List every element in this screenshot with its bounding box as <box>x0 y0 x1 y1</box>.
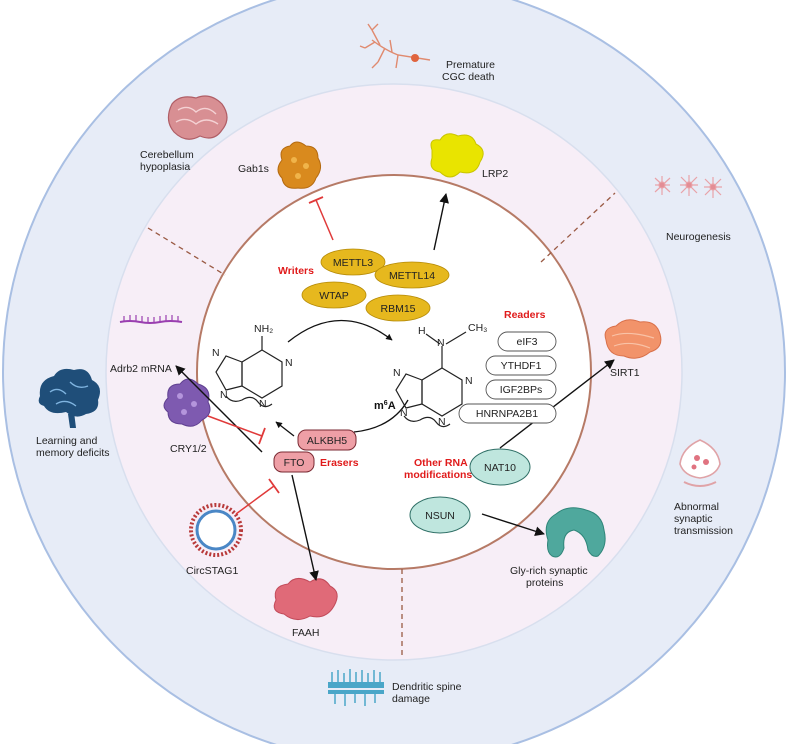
reader-eif3-label: eIF3 <box>516 336 537 348</box>
cerebellum-label-2: hypoplasia <box>140 161 190 173</box>
neuron-icon <box>359 23 431 69</box>
dendritic-label-1: Dendritic spine <box>392 681 462 693</box>
writer-mettl14-label: METTL14 <box>389 270 435 282</box>
adrb2-label: Adrb2 mRNA <box>110 363 172 375</box>
gab1s-label: Gab1s <box>238 163 269 175</box>
reader-igf2bps <box>485 379 557 400</box>
writer-rbm15 <box>365 294 431 322</box>
brain-icon <box>38 368 100 428</box>
neurogenesis-label: Neurogenesis <box>666 231 731 243</box>
neurogenesis-icon <box>654 175 722 198</box>
other-nat10-label: NAT10 <box>484 462 516 474</box>
circstag1-icon <box>189 503 243 557</box>
adenine-molecule <box>215 336 283 408</box>
circstag1-label: CircSTAG1 <box>186 565 238 577</box>
gly-rich-protein-icon <box>545 507 606 558</box>
other-nat10 <box>469 448 531 486</box>
ring-separators <box>147 192 616 657</box>
sirt1-label: SIRT1 <box>610 367 640 379</box>
lrp2-protein-icon <box>430 133 484 178</box>
m6a-h-label: H <box>418 325 426 337</box>
writer-rbm15-label: RBM15 <box>380 303 415 315</box>
premature-label-1: Premature <box>446 59 495 71</box>
adenine-n7-label: N <box>212 347 220 359</box>
learning-label-2: memory deficits <box>36 447 110 459</box>
synapse-icon <box>679 439 721 487</box>
eraser-fto <box>273 451 315 473</box>
erasers-title: Erasers <box>320 457 359 469</box>
faah-label: FAAH <box>292 627 319 639</box>
connectors <box>175 193 615 581</box>
cerebellum-icon <box>167 95 228 140</box>
faah-protein-icon <box>273 578 338 620</box>
adenine-n3-label: N <box>259 398 267 410</box>
writers-title: Writers <box>278 265 314 277</box>
reader-hnrnpa2b1 <box>458 403 557 424</box>
other-nsun-label: NSUN <box>425 510 455 522</box>
gly-rich-label-1: Gly-rich synaptic <box>510 565 588 577</box>
sirt1-protein-icon <box>604 319 662 359</box>
other-title-1: Other RNA <box>414 457 468 469</box>
adenine-n1-label: N <box>285 357 293 369</box>
learning-label-1: Learning and <box>36 435 97 447</box>
dendritic-label-2: damage <box>392 693 430 705</box>
reader-hnrnpa2b1-label: HNRNPA2B1 <box>476 408 538 420</box>
synaptic-label-3: transmission <box>674 525 733 537</box>
writer-wtap-label: WTAP <box>319 290 349 302</box>
synaptic-label-1: Abnormal <box>674 501 719 513</box>
reader-eif3 <box>497 331 557 352</box>
premature-label-2: CGC death <box>442 71 495 83</box>
gly-rich-label-2: proteins <box>526 577 563 589</box>
cerebellum-label-1: Cerebellum <box>140 149 194 161</box>
dendritic-spine-icon <box>328 669 384 706</box>
m6a-label: m6A <box>374 400 396 412</box>
m6a-n6-label: N <box>437 337 445 349</box>
writer-wtap <box>301 281 367 309</box>
eraser-alkbh5-label: ALKBH5 <box>307 435 347 447</box>
reader-igf2bps-label: IGF2BPs <box>500 384 543 396</box>
readers-title: Readers <box>504 309 546 321</box>
lrp2-label: LRP2 <box>482 168 508 180</box>
synaptic-label-2: synaptic <box>674 513 713 525</box>
m6a-molecule <box>395 331 467 428</box>
gab1s-protein-icon <box>277 141 322 189</box>
writer-mettl14 <box>374 261 450 289</box>
adenine-nh2-label: NH₂ <box>254 323 273 335</box>
reader-ythdf1 <box>485 355 557 376</box>
reader-ythdf1-label: YTHDF1 <box>501 360 542 372</box>
other-title-2: modifications <box>404 469 472 481</box>
m6a-n3-label: N <box>438 416 446 428</box>
cry-protein-icon <box>163 378 211 427</box>
writer-mettl3-label: METTL3 <box>333 257 373 269</box>
eraser-fto-label: FTO <box>284 457 305 469</box>
other-nsun <box>409 496 471 534</box>
m6a-n1-label: N <box>465 375 473 387</box>
writer-mettl3 <box>320 248 386 276</box>
cry-label: CRY1/2 <box>170 443 207 455</box>
m6a-n9-label: N <box>400 407 408 419</box>
eraser-alkbh5 <box>297 429 357 451</box>
m6a-n7-label: N <box>393 367 401 379</box>
adrb2-mrna-icon <box>119 315 183 324</box>
m6a-ch3-label: CH₃ <box>468 322 487 334</box>
adenine-n9-label: N <box>220 389 228 401</box>
